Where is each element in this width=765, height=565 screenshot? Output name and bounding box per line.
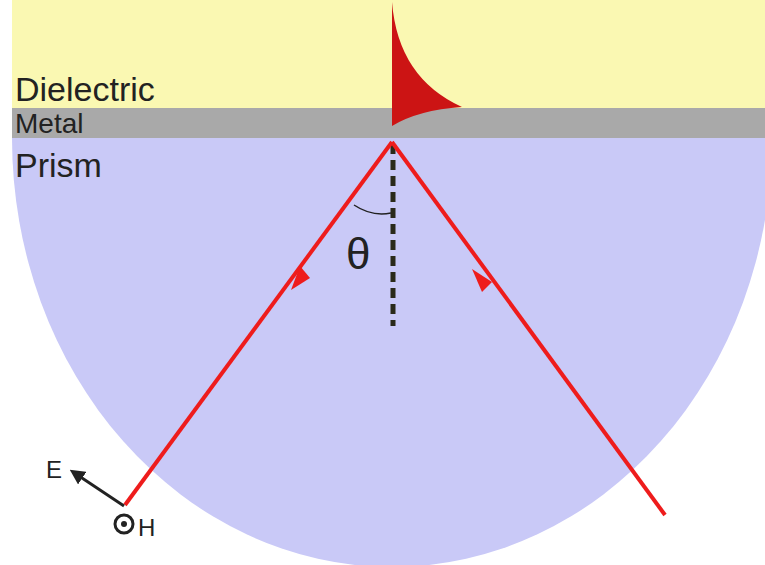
- h-field-dot: [121, 521, 127, 527]
- layer-label: Dielectric: [15, 72, 155, 106]
- reflected-ray: [392, 142, 665, 515]
- plasmon-field: [392, 2, 462, 126]
- ray-arrow: [472, 269, 492, 292]
- ray-arrow: [291, 266, 310, 290]
- metal-layer: Metal: [12, 108, 765, 138]
- e-field-arrow: [76, 474, 124, 506]
- layer-label: Metal: [15, 110, 83, 138]
- layer-label: Prism: [15, 148, 102, 182]
- prism-shape: [12, 138, 765, 565]
- h-field-symbol: [115, 515, 133, 533]
- angle-label: θ: [346, 232, 370, 276]
- angle-arc: [354, 205, 391, 214]
- prism: Prism: [12, 138, 765, 565]
- normal-line: [391, 144, 396, 326]
- dielectric-layer: Dielectric: [12, 0, 765, 108]
- field-label: H: [138, 516, 155, 540]
- field-label: E: [46, 458, 62, 482]
- incident-ray: [125, 142, 392, 505]
